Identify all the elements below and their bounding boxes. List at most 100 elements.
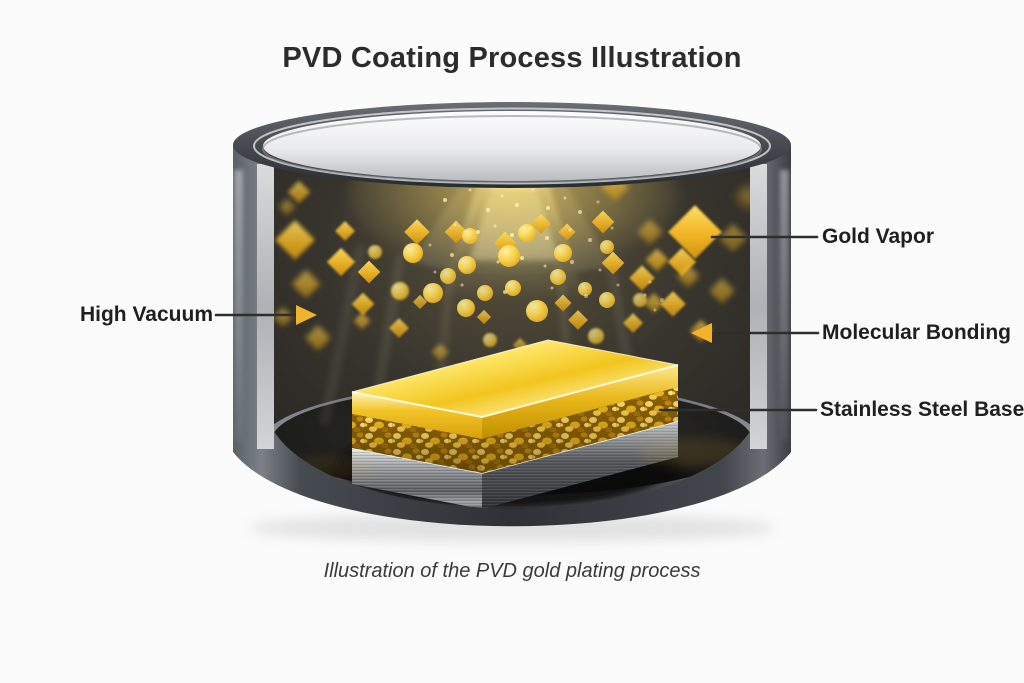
steel-brush-texture — [352, 448, 482, 509]
label-gold-vapor: Gold Vapor — [822, 225, 935, 248]
label-molecular-bonding: Molecular Bonding — [822, 321, 1011, 344]
sparkle-dot — [503, 290, 507, 294]
gold-particle-circle — [633, 293, 647, 307]
sparkle-dot — [520, 256, 524, 260]
gold-particle-circle — [458, 256, 476, 274]
gold-particle-diamond — [637, 219, 663, 245]
gold-particle-diamond — [629, 265, 655, 291]
gold-particle-circle — [462, 228, 478, 244]
bonding-layer — [352, 387, 678, 473]
sparkle-dot — [493, 224, 497, 228]
gold-particle-diamond — [389, 318, 409, 338]
sparkle-dot — [545, 236, 549, 240]
gold-particle-diamond — [476, 309, 492, 325]
gold-particle-circle — [518, 224, 536, 242]
gold-particle-diamond — [335, 221, 355, 241]
gold-particle-circle — [498, 245, 520, 267]
sparkle-dot — [648, 280, 652, 284]
steel-brush-texture-right — [482, 421, 678, 509]
gold-particle-diamond — [644, 293, 664, 313]
gold-particle-circle — [554, 244, 572, 262]
gold-particle-diamond — [351, 292, 375, 316]
sparkle-dot — [570, 260, 574, 264]
gold-particle-diamond — [568, 310, 588, 330]
gold-particle-diamond — [735, 184, 752, 210]
gold-particle-circle — [391, 282, 409, 300]
gold-particle-diamond — [623, 313, 643, 333]
sparkle-dot — [500, 194, 504, 198]
sparkle-dust — [428, 174, 664, 312]
sparkle-dot — [596, 200, 600, 204]
sparkle-dot — [433, 270, 437, 274]
sparkle-dot — [531, 188, 535, 192]
sparkle-dot — [510, 233, 514, 237]
chamber-rim — [233, 102, 791, 188]
sparkle-dot — [428, 243, 432, 247]
gold-particle-diamond — [412, 294, 428, 310]
gold-particle-diamond — [660, 291, 686, 317]
gold-particle-diamond — [357, 260, 381, 284]
sparkle-dot — [550, 286, 554, 290]
gold-particle-diamond — [709, 278, 735, 304]
sparkle-dot — [496, 260, 500, 264]
annotations — [214, 235, 820, 412]
gold-particle-circle — [599, 292, 615, 308]
sparkle-dot — [476, 230, 480, 234]
gold-particle-circle — [550, 269, 566, 285]
sparkle-dot — [468, 188, 472, 192]
sparkle-dot — [546, 206, 550, 210]
gold-particle-circle — [457, 299, 475, 317]
sparkle-dot — [543, 264, 547, 268]
sparkle-dot — [486, 208, 490, 212]
caption: Illustration of the PVD gold plating pro… — [323, 560, 701, 582]
coated-plate — [351, 339, 679, 509]
gold-particle-circle — [600, 240, 614, 254]
sparkle-dot — [528, 226, 532, 230]
gold-particle-diamond — [404, 219, 430, 245]
wall-highlight-left — [234, 170, 243, 440]
gold-particle-diamond — [558, 223, 576, 241]
label-high-vacuum: High Vacuum — [79, 303, 213, 326]
molecular-bonding-arrow-icon — [691, 323, 712, 343]
gold-particle-circle — [526, 300, 548, 322]
gold-particle-circle — [423, 283, 443, 303]
gold-particle-diamond — [273, 307, 293, 327]
sparkle-dot — [660, 298, 664, 302]
gold-particle-diamond — [554, 294, 572, 312]
label-stainless-steel-base: Stainless Steel Base — [820, 398, 1024, 421]
gold-coating — [351, 339, 679, 439]
gold-particle-diamond — [275, 220, 315, 260]
wall-highlight-right — [780, 170, 789, 440]
sparkle-dot — [653, 308, 657, 312]
sparkle-dot — [443, 198, 447, 202]
gold-particle-diamond — [431, 343, 449, 361]
gold-particle-circle — [368, 245, 382, 259]
gold-particle-diamond — [676, 264, 700, 288]
chamber-shadow — [247, 514, 777, 542]
sparkle-dot — [563, 196, 567, 200]
sparkle-dot — [515, 203, 519, 207]
gold-particle-diamond — [278, 198, 296, 216]
sparkle-dot — [610, 226, 614, 230]
vacuum-chamber — [233, 102, 791, 527]
gold-particle-circle — [440, 268, 456, 284]
sparkle-dot — [584, 294, 588, 298]
sparkle-dot — [598, 268, 602, 272]
gold-particle-circle — [578, 282, 592, 296]
gold-particle-circle — [477, 285, 493, 301]
gold-particle-diamond — [353, 312, 371, 330]
sparkle-dot — [568, 228, 572, 232]
sparkle-dot — [588, 238, 592, 242]
gold-particle-circle — [505, 280, 521, 296]
high-vacuum-arrow-icon — [296, 305, 317, 325]
gold-particle-circle — [403, 243, 423, 263]
gold-particle-circle — [588, 328, 604, 344]
sparkle-dot — [450, 253, 454, 257]
gold-vapor-particles — [273, 172, 752, 361]
cut-edge-right — [750, 164, 767, 449]
gold-particle-diamond — [291, 269, 321, 299]
sparkle-dot — [460, 283, 464, 287]
sparkle-dot — [643, 293, 647, 297]
